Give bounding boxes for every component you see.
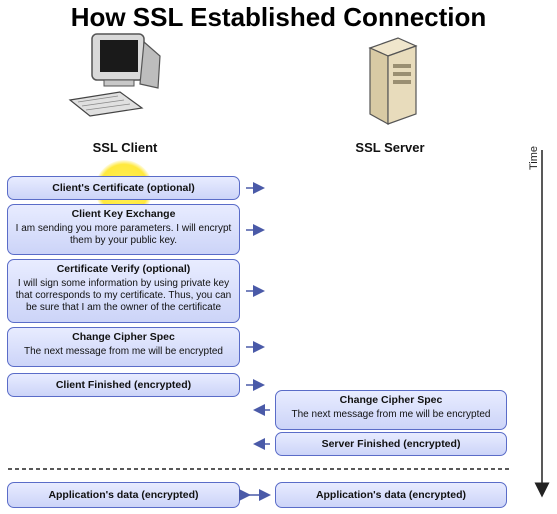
server-change-cipher-box: Change Cipher Spec The next message from… bbox=[275, 390, 507, 430]
client-change-cipher-box: Change Cipher Spec The next message from… bbox=[7, 327, 240, 367]
client-label: SSL Client bbox=[92, 140, 158, 155]
certificate-verify-title: Certificate Verify (optional) bbox=[56, 263, 191, 275]
client-app-data-title: Application's data (encrypted) bbox=[48, 489, 199, 501]
diagram-title: How SSL Established Connection bbox=[70, 2, 487, 32]
client-finished-title: Client Finished (encrypted) bbox=[55, 379, 192, 391]
server-finished-title: Server Finished (encrypted) bbox=[321, 438, 461, 450]
client-certificate-box: Client's Certificate (optional) bbox=[7, 176, 240, 200]
certificate-verify-text: I will sign some information by using pr… bbox=[15, 278, 232, 313]
client-key-exchange-text: I am sending you more parameters. I will… bbox=[15, 223, 232, 246]
server-change-cipher-text: The next message from me will be encrypt… bbox=[291, 409, 491, 420]
server-app-data-title: Application's data (encrypted) bbox=[315, 489, 467, 501]
time-label: Time bbox=[528, 145, 540, 170]
client-app-data-box: Application's data (encrypted) bbox=[7, 482, 240, 508]
client-certificate-title: Client's Certificate (optional) bbox=[52, 182, 195, 194]
client-finished-box: Client Finished (encrypted) bbox=[7, 373, 240, 397]
server-app-data-box: Application's data (encrypted) bbox=[275, 482, 507, 508]
client-key-exchange-box: Client Key Exchange I am sending you mor… bbox=[7, 204, 240, 255]
server-label: SSL Server bbox=[355, 140, 425, 155]
client-key-exchange-title: Client Key Exchange bbox=[71, 208, 176, 220]
server-finished-box: Server Finished (encrypted) bbox=[275, 432, 507, 456]
client-change-cipher-title: Change Cipher Spec bbox=[72, 331, 175, 343]
certificate-verify-box: Certificate Verify (optional) I will sig… bbox=[7, 259, 240, 323]
client-change-cipher-text: The next message from me will be encrypt… bbox=[24, 346, 223, 357]
server-change-cipher-title: Change Cipher Spec bbox=[339, 394, 443, 406]
